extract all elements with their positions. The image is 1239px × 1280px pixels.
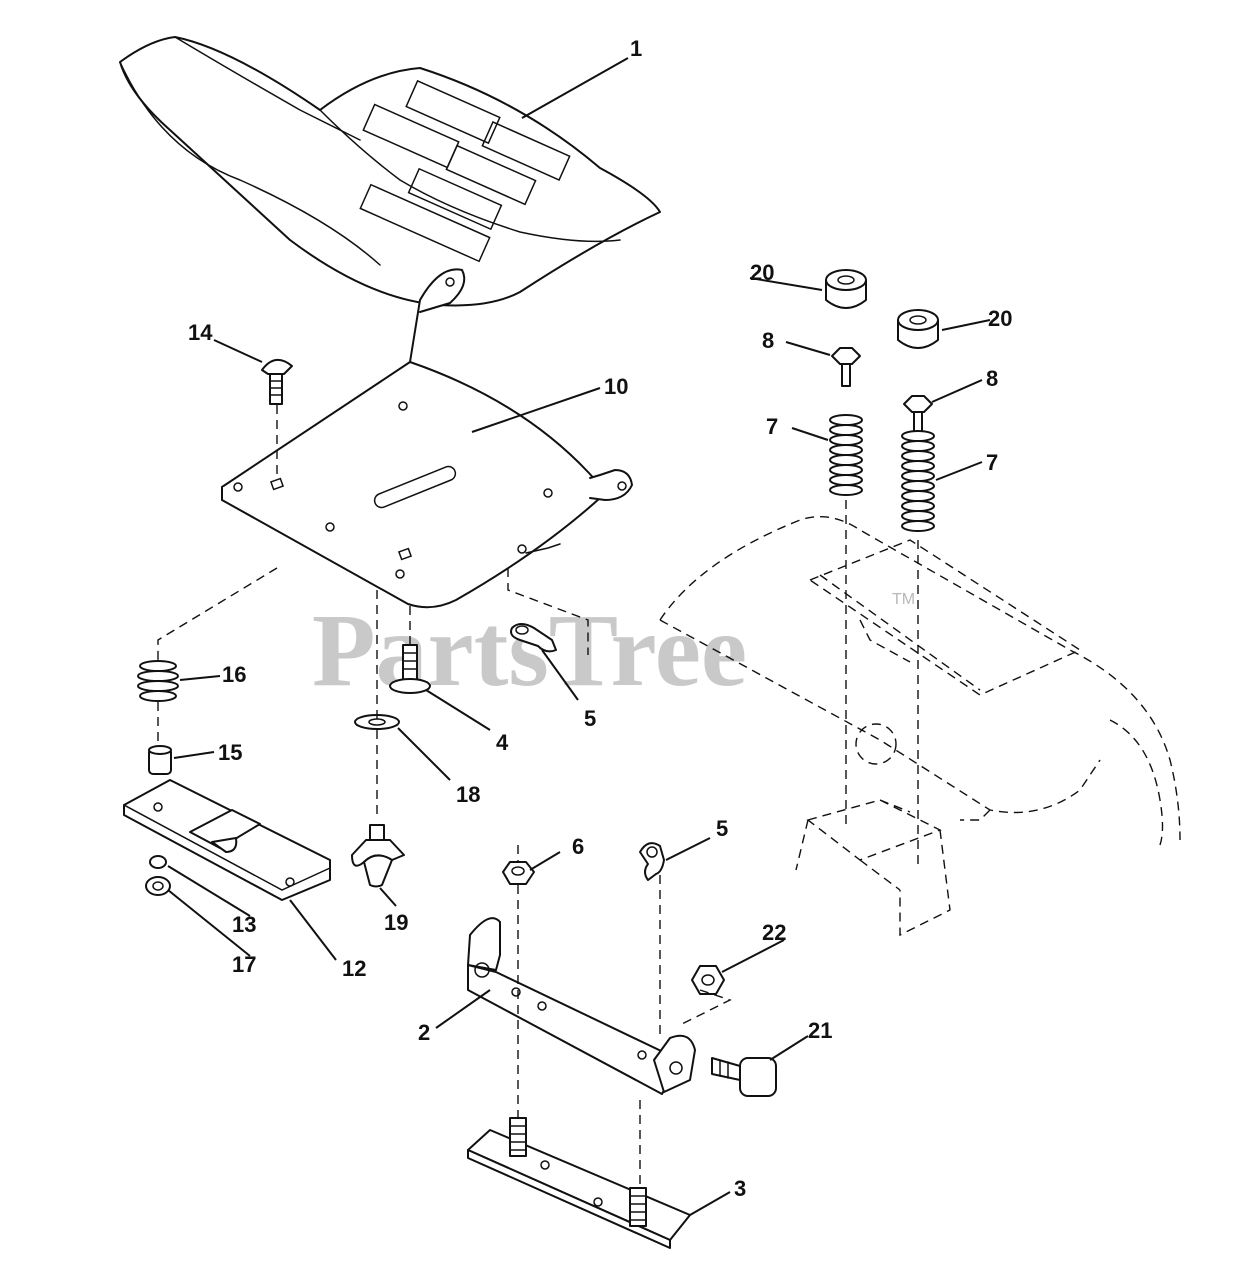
watermark: PartsTree TM [312, 591, 915, 708]
callout-8-left: 8 [762, 328, 774, 353]
bolt-8-left-part [831, 347, 861, 387]
seat-part [119, 36, 661, 307]
callout-1: 1 [630, 36, 642, 61]
hinge-bracket-2-part [467, 917, 696, 1095]
callout-21: 21 [808, 1018, 832, 1043]
callout-5-lower: 5 [716, 816, 728, 841]
callout-10: 10 [604, 374, 628, 399]
watermark-trademark: TM [892, 591, 915, 608]
bushing-15-part [148, 745, 172, 775]
callout-15: 15 [218, 740, 242, 765]
spring-7-left-part [829, 414, 863, 496]
callout-19: 19 [384, 910, 408, 935]
washer-18-part [354, 714, 400, 730]
knob-19-part [351, 824, 405, 888]
callout-7-left: 7 [766, 414, 778, 439]
callout-12: 12 [342, 956, 366, 981]
mounting-plate-3-part [467, 1117, 691, 1249]
bracket-12-part [123, 779, 331, 901]
nut-13-part [149, 855, 167, 869]
assembly-lines [157, 405, 919, 1190]
callout-2: 2 [418, 1020, 430, 1045]
callout-16: 16 [222, 662, 246, 687]
tractor-fender-outline [659, 515, 1181, 937]
bolt-4-part [389, 644, 431, 694]
callout-5-upper: 5 [584, 706, 596, 731]
callout-7-right: 7 [986, 450, 998, 475]
carriage-bolt-part [261, 359, 293, 405]
callout-22: 22 [762, 920, 786, 945]
bolt-21-part [711, 1057, 777, 1097]
callout-18: 18 [456, 782, 480, 807]
bushing-20-left-part [825, 269, 867, 309]
callout-6: 6 [572, 834, 584, 859]
spring-7-right-part [901, 430, 935, 532]
callout-4: 4 [496, 730, 509, 755]
clip-5-lower-part [639, 842, 665, 881]
callout-3: 3 [734, 1176, 746, 1201]
callout-20-right: 20 [988, 306, 1012, 331]
seat-pan-part [221, 268, 633, 609]
bolt-8-right-part [903, 395, 933, 435]
spring-16-part [137, 660, 179, 702]
callout-20-left: 20 [750, 260, 774, 285]
nut-22-part [691, 965, 725, 995]
callout-14: 14 [188, 320, 213, 345]
clip-5-upper-part [510, 623, 557, 653]
callout-13: 13 [232, 912, 256, 937]
nut-17-part [145, 876, 171, 896]
leader-lines [167, 57, 991, 1216]
nut-6-part [502, 861, 535, 885]
callouts: 1 2 3 4 5 5 6 7 7 8 8 10 12 13 14 15 16 … [188, 36, 1012, 1201]
callout-17: 17 [232, 952, 256, 977]
watermark-text: PartsTree [312, 593, 747, 708]
callout-8-right: 8 [986, 366, 998, 391]
bushing-20-right-part [897, 309, 939, 349]
